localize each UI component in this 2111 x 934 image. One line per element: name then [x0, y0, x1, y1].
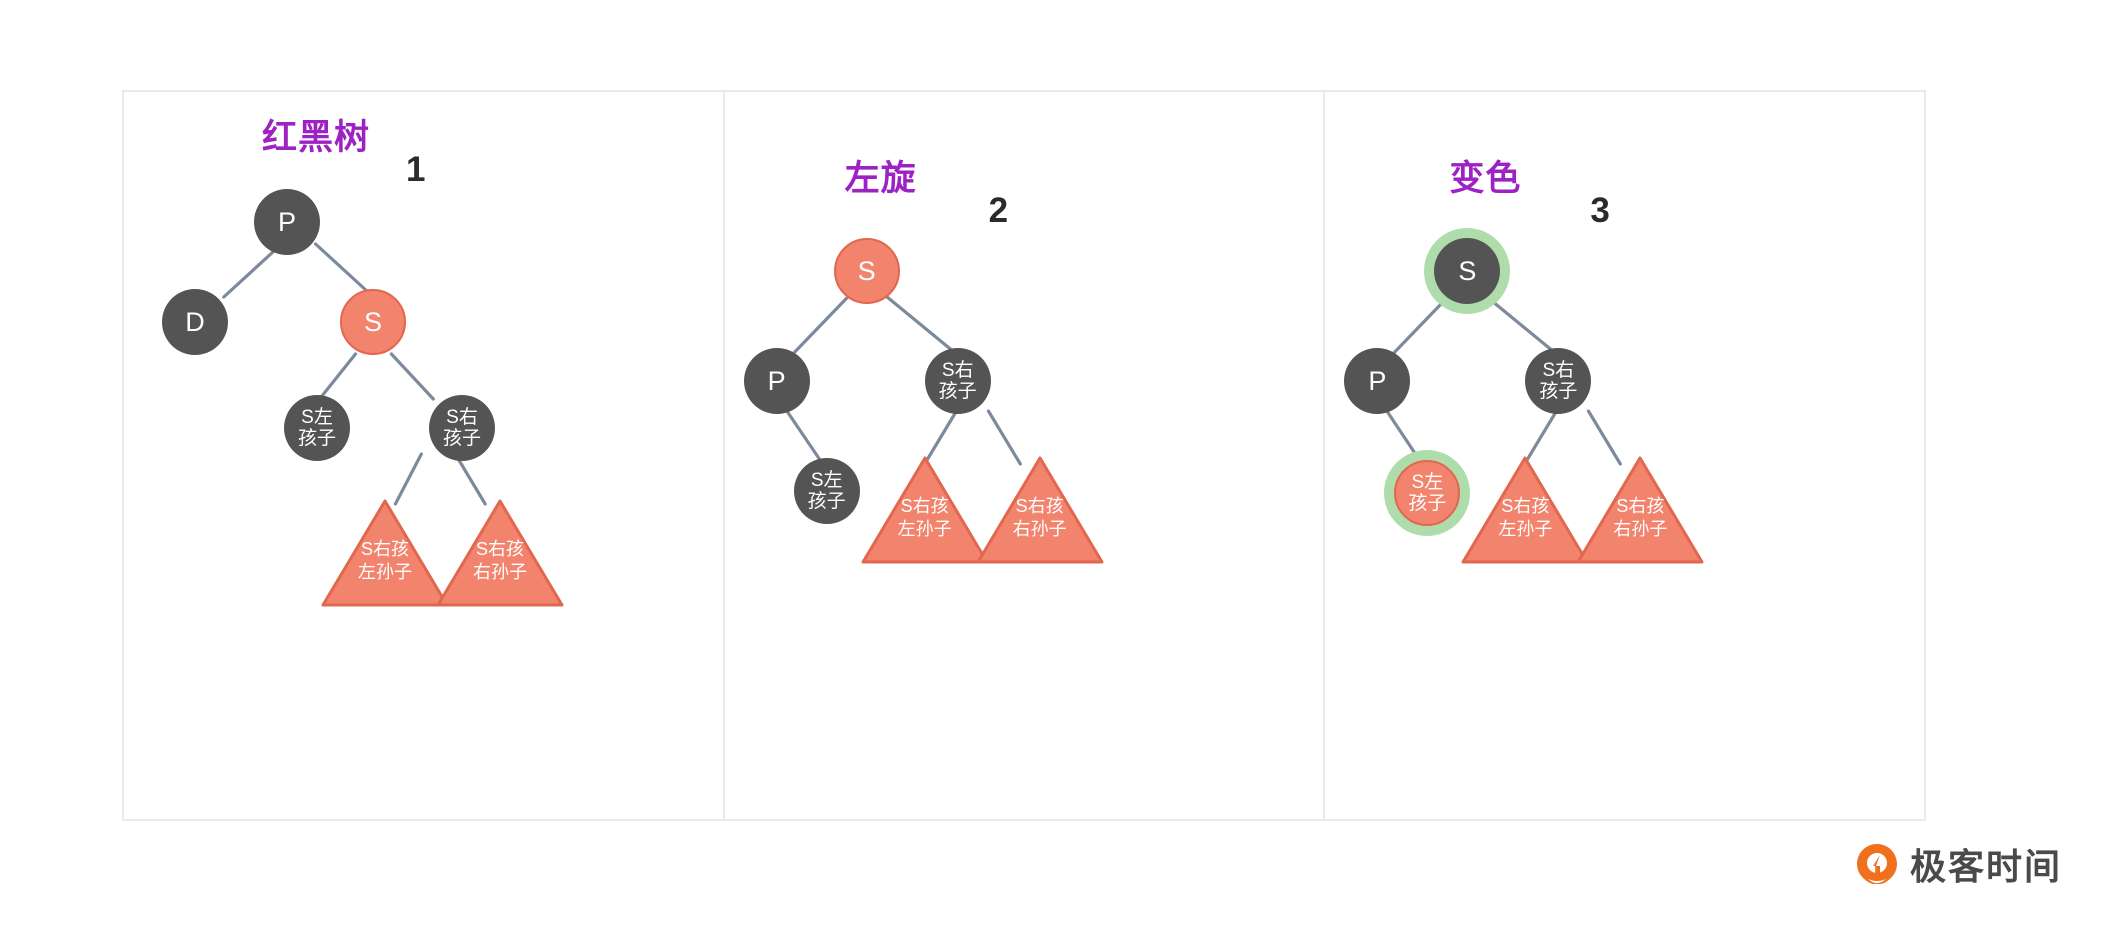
triangle-1-label-line2: 左孙子 — [897, 519, 952, 539]
node-s-left-child-label-line2: 孩子 — [807, 491, 846, 512]
panel-1-edges — [222, 242, 487, 506]
triangle-2-label-line1: S右孩 — [475, 539, 524, 559]
triangle-s-right-child-left-grandchild[interactable]: S右孩 左孙子 — [1459, 454, 1591, 566]
brand-name: 极客时间 — [1910, 846, 2063, 887]
node-p-label: P — [277, 206, 296, 237]
node-p-label: P — [767, 365, 786, 396]
panel-recolor: 变色 3 S P S右 — [1323, 92, 1924, 819]
node-d-label: D — [185, 306, 205, 337]
node-s-left-child-label-line2: 孩子 — [297, 428, 336, 449]
triangle-s-right-child-right-grandchild[interactable]: S右孩 右孙子 — [1574, 454, 1706, 566]
panel-red-black-tree: 红黑树 1 P D S — [124, 92, 723, 819]
triangle-2-label-line2: 右孙子 — [1012, 519, 1067, 539]
node-s[interactable]: S — [1434, 238, 1501, 304]
node-p[interactable]: P — [254, 189, 320, 255]
node-p-label: P — [1368, 365, 1387, 396]
triangle-2-label-line2: 右孙子 — [473, 562, 527, 582]
node-s-right-child-label-line1: S右 — [941, 359, 974, 381]
triangle-s-right-child-left-grandchild[interactable]: S右孩 左孙子 — [859, 454, 991, 566]
triangle-2-label-line1: S右孩 — [1616, 496, 1665, 516]
triangle-1-label-line1: S右孩 — [1501, 496, 1550, 516]
node-s-right-child[interactable]: S右 孩子 — [1525, 348, 1592, 414]
node-s-label: S — [363, 306, 382, 337]
node-s-left-child-label-line1: S左 — [1411, 471, 1444, 493]
node-s-right-child-label-line2: 孩子 — [1539, 381, 1578, 402]
panel-left-rotation: 左旋 2 S P S右 孩子 — [722, 92, 1324, 819]
panel-2-title: 左旋 — [844, 159, 917, 198]
node-s[interactable]: S — [833, 238, 900, 304]
node-s-right-child[interactable]: S右 孩子 — [429, 395, 495, 461]
panel-3-title: 变色 — [1449, 159, 1522, 198]
triangle-1-label-line2: 左孙子 — [358, 562, 412, 582]
triangle-1-label-line1: S右孩 — [360, 539, 409, 559]
panel-1-number: 1 — [406, 150, 426, 189]
node-s-label: S — [1458, 255, 1477, 286]
node-s-left-child[interactable]: S左 孩子 — [793, 458, 860, 524]
panel-2-number: 2 — [988, 191, 1009, 230]
node-s-left-child-label-line1: S左 — [301, 406, 333, 428]
node-s-right-child-label-line2: 孩子 — [442, 428, 481, 449]
triangle-1-label-line2: 左孙子 — [1498, 519, 1553, 539]
node-p[interactable]: P — [743, 348, 810, 414]
brand-logo: 极客时间 — [1855, 838, 2062, 890]
node-s-right-child-label-line1: S右 — [1542, 359, 1575, 381]
triangle-s-right-child-left-grandchild[interactable]: S右孩 左孙子 — [319, 497, 451, 609]
node-s-right-child[interactable]: S右 孩子 — [924, 348, 991, 414]
node-s-left-child[interactable]: S左 孩子 — [1394, 460, 1461, 526]
node-s-right-child-label-line2: 孩子 — [938, 381, 977, 402]
panel-3-number: 3 — [1590, 191, 1610, 230]
triangle-2-label-line2: 右孙子 — [1613, 519, 1668, 539]
node-d[interactable]: D — [162, 289, 228, 355]
triangle-1-label-line1: S右孩 — [900, 496, 949, 516]
triangle-s-right-child-right-grandchild[interactable]: S右孩 右孙子 — [434, 497, 566, 609]
node-s-left-child-label-line2: 孩子 — [1408, 493, 1447, 514]
node-s[interactable]: S — [340, 289, 406, 355]
panel-1-title: 红黑树 — [262, 118, 371, 157]
node-s-left-child[interactable]: S左 孩子 — [284, 395, 350, 461]
triangle-2-label-line1: S右孩 — [1015, 496, 1064, 516]
geektime-logo-icon — [1855, 842, 1899, 886]
node-s-label: S — [857, 255, 876, 286]
triangle-s-right-child-right-grandchild[interactable]: S右孩 右孙子 — [974, 454, 1106, 566]
node-p[interactable]: P — [1344, 348, 1411, 414]
panel-group: 红黑树 1 P D S — [122, 90, 1926, 821]
node-s-right-child-label-line1: S右 — [446, 406, 478, 428]
node-s-left-child-label-line1: S左 — [810, 469, 843, 491]
